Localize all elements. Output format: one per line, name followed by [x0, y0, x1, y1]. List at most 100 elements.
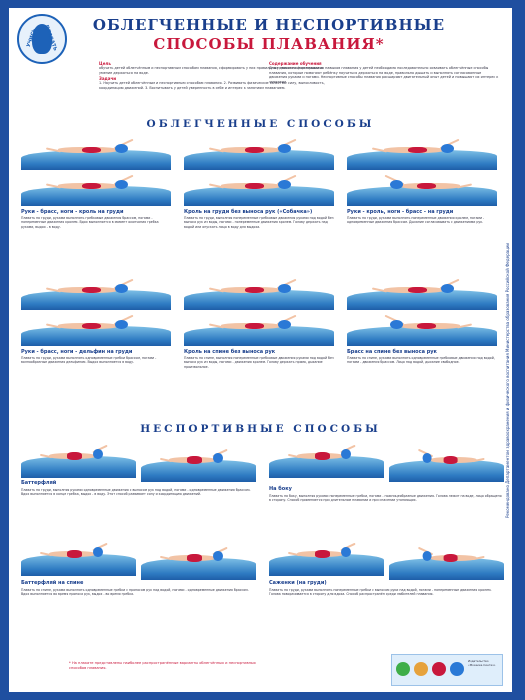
- swimmer-figure: [46, 174, 144, 200]
- swimmer-suit: [407, 147, 427, 154]
- easy-method-4-label: Руки - брасс, ноги - дельфин на груди: [21, 349, 133, 355]
- intro-right: Содержание обучения Для успешного формир…: [269, 60, 499, 84]
- swimmer-figure: [372, 138, 470, 164]
- water-wave: [21, 326, 171, 346]
- easy-method-5-text: Плавать на спине, выполняя попеременные …: [184, 356, 334, 369]
- water-wave: [184, 186, 334, 206]
- section-title-easy: ОБЛЕГЧЕННЫЕ СПОСОБЫ: [146, 118, 375, 130]
- swimmer-figure: [288, 540, 364, 569]
- water-wave: [184, 326, 334, 346]
- water-wave: [21, 553, 136, 576]
- water-wave: [347, 150, 497, 170]
- non-sport-method-3-figure-b: [141, 542, 256, 580]
- content-label: Содержание обучения: [269, 61, 322, 66]
- swimmer-cap: [115, 319, 128, 329]
- section-title-non-sport: НЕСПОРТИВНЫЕ СПОСОБЫ: [140, 423, 381, 435]
- poster: УЧИСЬ ПЛАВАТЬ ОБЛЕГЧЕННЫЕ И НЕСПОРТИВНЫЕ…: [9, 8, 512, 692]
- easy-method-6-figure-a: [347, 276, 497, 310]
- non-sport-method-3-figure-a: [21, 538, 136, 576]
- easy-method-4-figure-a: [21, 276, 171, 310]
- swimmer-cap: [93, 448, 103, 459]
- swimmer-figure: [288, 442, 364, 471]
- easy-method-6-label: Брасс на спине без выноса рук: [347, 349, 437, 355]
- title-line-2: СПОСОБЫ ПЛАВАНИЯ*: [153, 35, 385, 53]
- frog-icon: [396, 662, 410, 676]
- title-line-1: ОБЛЕГЧЕННЫЕ И НЕСПОРТИВНЫЕ: [92, 16, 446, 34]
- swimmer-cap: [390, 179, 403, 189]
- easy-method-2-label: Кроль на груди без выноса рук («Собачка»…: [184, 209, 313, 215]
- swimmer-figure: [410, 446, 485, 475]
- swimmer-cap: [422, 550, 432, 561]
- swimmer-cap: [341, 546, 351, 557]
- swimmer-suit: [81, 183, 101, 190]
- swimmer-figure: [374, 314, 472, 340]
- swimmer-suit: [244, 183, 264, 190]
- easy-method-3-figure-a: [347, 136, 497, 170]
- easy-method-1-figure-a: [21, 136, 171, 170]
- non-sport-method-2-text: Плавать на боку, выполняя руками поперем…: [269, 494, 502, 503]
- swimmer-suit: [81, 323, 101, 330]
- publisher-block: Издательство «Мозаика-Синтез»: [391, 654, 503, 686]
- swimmer-suit: [442, 456, 458, 464]
- non-sport-method-2-label: На боку: [269, 486, 292, 492]
- swimmer-suit: [81, 147, 101, 154]
- easy-method-3-text: Плавать на груди, руками выполнять попер…: [347, 216, 485, 225]
- swimmer-figure: [209, 278, 307, 304]
- water-wave: [269, 553, 384, 576]
- swimmer-cap: [115, 143, 128, 153]
- easy-method-4-figure-b: [21, 312, 171, 346]
- swimmer-figure: [160, 544, 236, 573]
- content-text: Для успешного формирования навыков плава…: [269, 66, 499, 84]
- swimmer-cap: [278, 319, 291, 329]
- goal-text: обучить детей облегчённым и неспортивным…: [99, 66, 323, 75]
- tasks-label: Задачи: [99, 76, 117, 82]
- easy-method-5-figure-a: [184, 276, 334, 310]
- swimmer-suit: [244, 287, 264, 294]
- easy-method-3-figure-b: [347, 172, 497, 206]
- publisher-text: Издательство «Мозаика-Синтез»: [468, 659, 496, 667]
- easy-method-5-label: Кроль на спине без выноса рук: [184, 349, 276, 355]
- easy-method-2-figure-b: [184, 172, 334, 206]
- swimmer-figure: [374, 174, 472, 200]
- swimmer-cap: [93, 546, 103, 557]
- water-wave: [347, 290, 497, 310]
- swimmer-suit: [442, 554, 458, 562]
- swimmer-suit: [187, 554, 203, 562]
- non-sport-method-1-figure-a: [21, 440, 136, 478]
- non-sport-method-3-text: Плавать на спине, руками выполнять однов…: [21, 588, 249, 597]
- non-sport-method-3-label: Баттерфляй на спине: [21, 580, 84, 586]
- non-sport-method-4-label: Саженки (на груди): [269, 580, 327, 586]
- non-sport-method-4-figure-b: [389, 542, 504, 580]
- side-text: Рекомендовано Департаментом здравоохране…: [505, 242, 510, 518]
- swimmer-figure: [40, 540, 116, 569]
- water-wave: [389, 557, 504, 580]
- water-wave: [21, 186, 171, 206]
- swimmer-suit: [81, 287, 101, 294]
- intro-left: Цель обучить детей облегчённым и неспорт…: [99, 60, 329, 90]
- ball-icon: [432, 662, 446, 676]
- swimmer-suit: [244, 147, 264, 154]
- tasks-text: 1. Научить детей облегчённым и неспортив…: [99, 81, 325, 90]
- easy-method-4-text: Плавать на груди, руками выполнять однов…: [21, 356, 157, 365]
- swimmer-figure: [46, 278, 144, 304]
- non-sport-method-2-figure-a: [269, 440, 384, 478]
- swimmer-figure: [160, 446, 236, 475]
- water-wave: [389, 459, 504, 482]
- dolphin-icon: [32, 24, 52, 54]
- water-wave: [269, 455, 384, 478]
- water-wave: [21, 455, 136, 478]
- water-wave: [141, 459, 256, 482]
- goal-label: Цель: [99, 61, 111, 66]
- swimmer-suit: [67, 452, 83, 460]
- boat-icon: [414, 662, 428, 676]
- water-wave: [141, 557, 256, 580]
- swimmer-cap: [213, 452, 223, 463]
- swimmer-figure: [46, 314, 144, 340]
- easy-method-3-label: Руки - кроль, ноги - брасс - на груди: [347, 209, 454, 215]
- easy-method-2-figure-a: [184, 136, 334, 170]
- swimmer-suit: [417, 183, 437, 190]
- easy-method-1-text: Плавать на груди, руками выполнять гребк…: [21, 216, 159, 229]
- non-sport-method-4-text: Плавать на груди, руками выполнять попер…: [269, 588, 492, 597]
- logo: УЧИСЬ ПЛАВАТЬ: [17, 14, 67, 64]
- swimmer-figure: [40, 442, 116, 471]
